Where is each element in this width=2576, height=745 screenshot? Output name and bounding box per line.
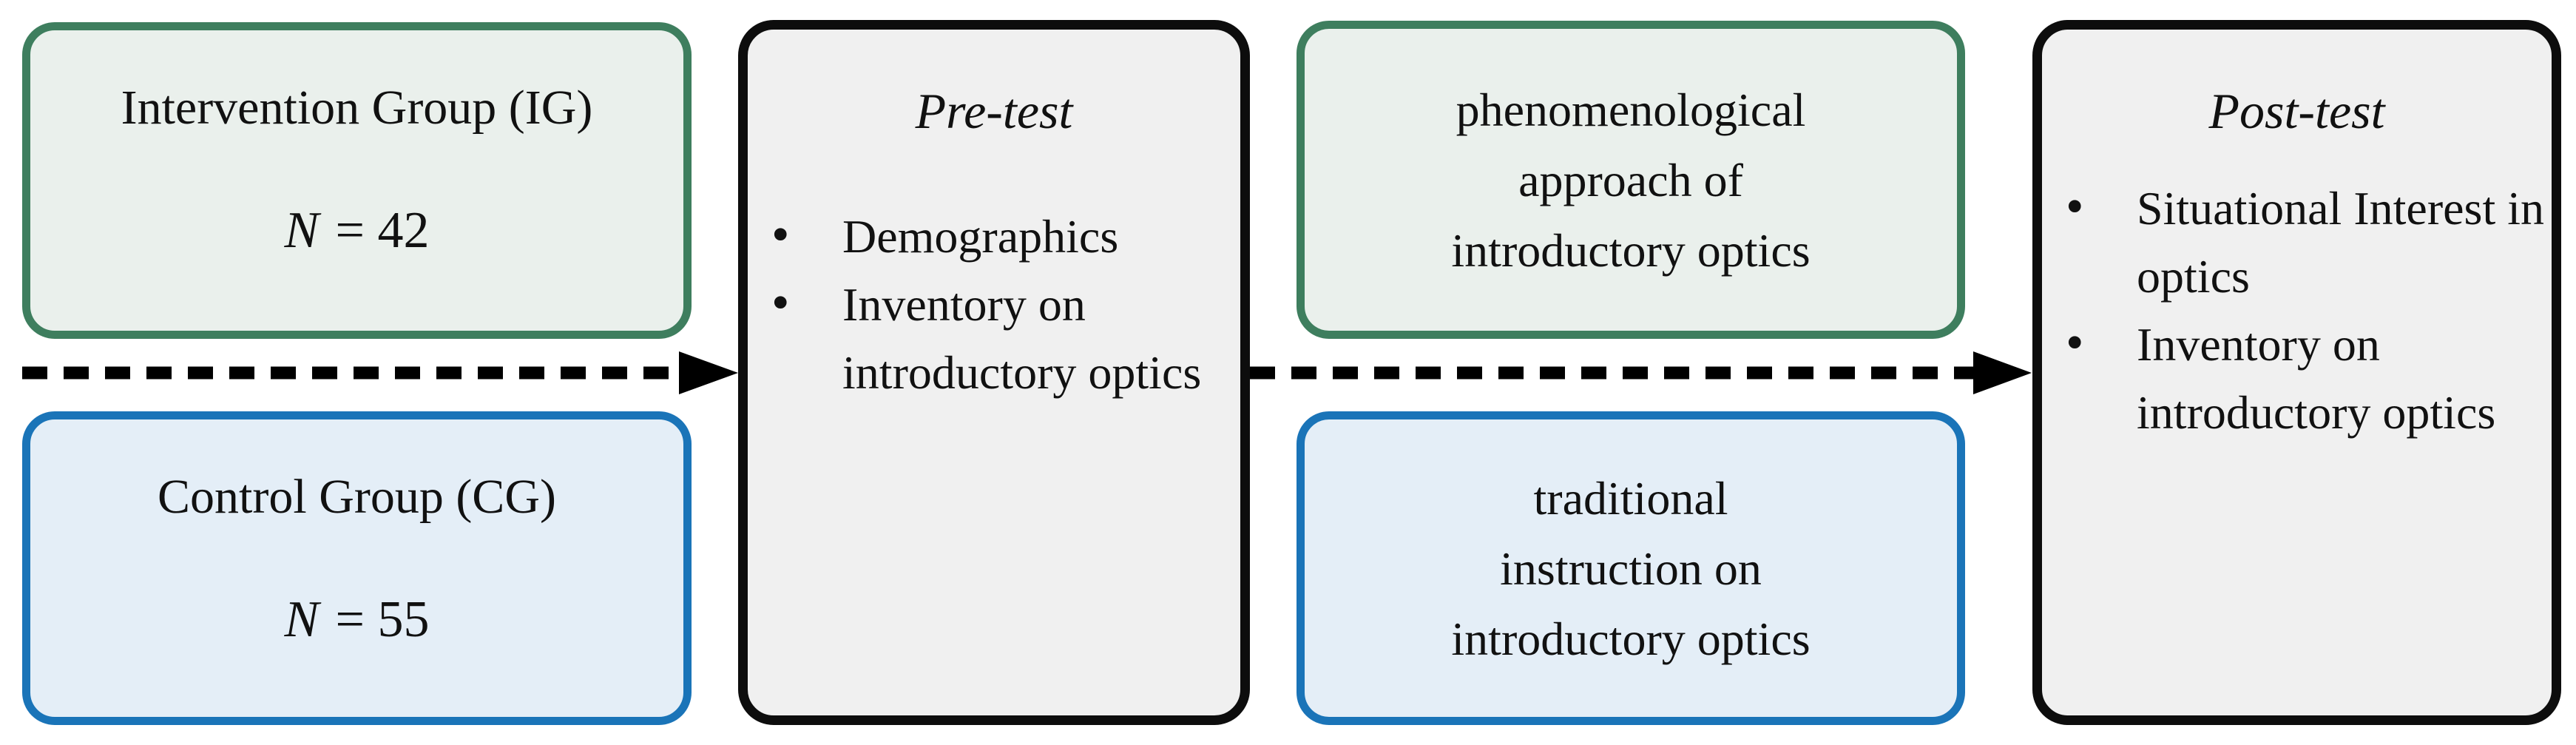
posttest-item-list: • Situational Interest in optics • Inven…	[2042, 175, 2552, 447]
sample-size-value: = 42	[335, 202, 430, 259]
pretest-box: Pre-test • Demographics • Inventory on i…	[738, 20, 1250, 725]
control-group-box: Control Group (CG) N = 55	[22, 411, 692, 725]
condition-line: instruction on	[1500, 542, 1762, 595]
bullet-icon: •	[2066, 178, 2084, 235]
flow-arrow-conditions-to-posttest	[1250, 351, 2032, 394]
flow-arrow-groups-to-pretest	[22, 351, 738, 394]
bullet-icon: •	[771, 206, 790, 263]
condition-line: introductory optics	[1451, 223, 1811, 277]
list-item: • Inventory on introductory optics	[748, 271, 1240, 407]
posttest-box: Post-test • Situational Interest in opti…	[2032, 20, 2561, 725]
condition-line: approach of	[1518, 153, 1743, 206]
intervention-group-box: Intervention Group (IG) N = 42	[22, 22, 692, 339]
bullet-icon: •	[771, 274, 790, 331]
intervention-sample-size: N = 42	[284, 196, 429, 266]
bullet-icon: •	[2066, 314, 2084, 371]
sample-size-variable: N	[284, 591, 320, 648]
list-item: • Inventory on introductory optics	[2042, 311, 2552, 447]
sample-size-value: = 55	[335, 591, 430, 648]
condition-line: traditional	[1533, 471, 1728, 525]
control-group-title: Control Group (CG)	[158, 470, 556, 524]
pretest-item-text: Inventory on introductory optics	[842, 278, 1202, 399]
condition-line: phenomenological	[1456, 83, 1806, 136]
traditional-instruction-box: traditional instruction on introductory …	[1297, 411, 1965, 725]
posttest-item-text: Inventory on introductory optics	[2137, 318, 2496, 439]
posttest-item-text: Situational Interest in optics	[2137, 182, 2544, 303]
list-item: • Demographics	[748, 203, 1240, 271]
phenomenological-approach-box: phenomenological approach of introductor…	[1297, 21, 1965, 339]
list-item: • Situational Interest in optics	[2042, 175, 2552, 311]
pretest-title: Pre-test	[915, 83, 1073, 139]
pretest-item-list: • Demographics • Inventory on introducto…	[748, 203, 1240, 407]
intervention-group-title: Intervention Group (IG)	[121, 81, 593, 135]
pretest-item-text: Demographics	[842, 210, 1119, 263]
posttest-title: Post-test	[2208, 83, 2385, 139]
condition-line: introductory optics	[1451, 612, 1811, 665]
sample-size-variable: N	[284, 202, 320, 259]
control-sample-size: N = 55	[284, 585, 429, 655]
